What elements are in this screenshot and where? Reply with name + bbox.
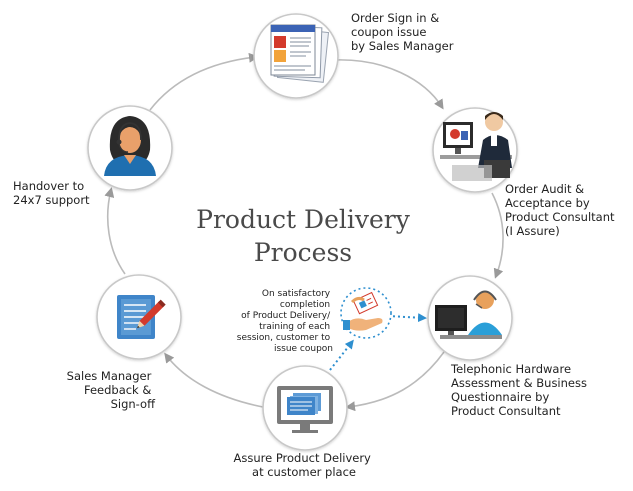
title-line-1: Product Delivery bbox=[196, 205, 411, 234]
title-line-2: Process bbox=[254, 238, 352, 267]
step2-line4: (I Assure) bbox=[505, 224, 560, 238]
coupon-note: On satisfactory completion of Product De… bbox=[237, 287, 392, 354]
step5-line1: Sales Manager bbox=[67, 369, 152, 383]
step3-line1: Telephonic Hardware bbox=[450, 362, 571, 376]
step2-line2: Acceptance by bbox=[505, 196, 590, 210]
cycle-arcs bbox=[104, 52, 504, 412]
step2-line3: Product Consultant bbox=[505, 210, 615, 224]
coupon-handover-icon bbox=[343, 291, 383, 331]
step5-line2: Feedback & bbox=[84, 383, 151, 397]
step3-line4: Product Consultant bbox=[451, 404, 561, 418]
coupon-dotted-arrows bbox=[329, 313, 427, 371]
step2-line1: Order Audit & bbox=[505, 182, 584, 196]
arc-delivery-to-feedback bbox=[164, 352, 264, 408]
note-line4: training of each bbox=[259, 322, 330, 332]
step1-line3: by Sales Manager bbox=[351, 39, 454, 53]
note-line1: On satisfactory bbox=[262, 289, 331, 299]
step6-line1: Handover to bbox=[13, 179, 84, 193]
feedback-form-icon bbox=[117, 295, 166, 339]
step-order-audit: Order Audit & Acceptance by Product Cons… bbox=[432, 107, 618, 238]
step-order-sign-in: Order Sign in & coupon issue by Sales Ma… bbox=[253, 11, 454, 99]
step5-line3: Sign-off bbox=[111, 397, 156, 411]
arc-feedback-to-handover bbox=[104, 187, 126, 275]
step3-line3: Questionnaire by bbox=[451, 390, 549, 404]
diagram-title: Product Delivery Process bbox=[196, 205, 411, 267]
step-telephonic-assessment: Telephonic Hardware Assessment & Busines… bbox=[427, 275, 591, 418]
step1-line1: Order Sign in & bbox=[351, 11, 439, 25]
headset-consultant-icon bbox=[435, 290, 502, 339]
step-label-order-audit: Order Audit & Acceptance by Product Cons… bbox=[505, 182, 618, 238]
consultant-at-computer-icon bbox=[440, 112, 512, 181]
note-line5: session, customer to bbox=[237, 333, 331, 343]
step-label-feedback: Sales Manager Feedback & Sign-off bbox=[67, 369, 156, 411]
step1-line2: coupon issue bbox=[351, 25, 426, 39]
step-sales-feedback: Sales Manager Feedback & Sign-off bbox=[67, 274, 182, 411]
step-label-order-sign-in: Order Sign in & coupon issue by Sales Ma… bbox=[351, 11, 454, 53]
note-line2: completion bbox=[280, 300, 330, 310]
step3-line2: Assessment & Business bbox=[451, 376, 587, 390]
note-line6: issue coupon bbox=[274, 344, 333, 354]
step-label-telephonic: Telephonic Hardware Assessment & Busines… bbox=[450, 362, 591, 418]
step-label-handover: Handover to 24x7 support bbox=[13, 179, 90, 207]
dotted-arrow-to-telephonic bbox=[387, 313, 427, 323]
arc-handover-to-order bbox=[149, 52, 259, 111]
arc-order-to-audit bbox=[333, 59, 444, 110]
step6-line2: 24x7 support bbox=[13, 193, 90, 207]
step4-line2: at customer place bbox=[252, 465, 356, 479]
support-agent-icon bbox=[104, 116, 156, 176]
note-line3: of Product Delivery/ bbox=[241, 311, 331, 321]
step4-line1: Assure Product Delivery bbox=[233, 451, 371, 465]
step-label-assure-delivery: Assure Product Delivery at customer plac… bbox=[233, 451, 374, 479]
arc-audit-to-telephonic bbox=[491, 192, 504, 279]
dotted-arrow-from-delivery bbox=[329, 339, 354, 371]
coupon-note-text: On satisfactory completion of Product De… bbox=[237, 289, 333, 354]
monitor-icon bbox=[277, 386, 333, 433]
arc-telephonic-to-delivery bbox=[345, 351, 445, 412]
step-handover-support: Handover to 24x7 support bbox=[13, 105, 173, 207]
step-assure-delivery: Assure Product Delivery at customer plac… bbox=[233, 365, 374, 479]
order-document-icon bbox=[270, 24, 330, 83]
